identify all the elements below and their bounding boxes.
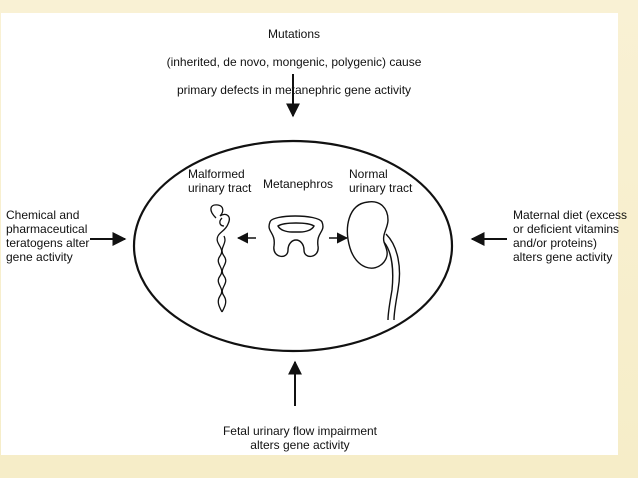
- metanephros-label: Metanephros: [262, 177, 334, 191]
- top-line-1: Mutations: [267, 27, 321, 41]
- diagram-panel: [1, 13, 618, 455]
- left-cause-text: Chemical and pharmaceutical teratogens a…: [6, 208, 90, 264]
- malformed-label: Malformed urinary tract: [188, 167, 252, 195]
- normal-label: Normal urinary tract: [349, 167, 413, 195]
- gene-activity-ellipse: [132, 139, 454, 353]
- malformed-kidney-icon: [210, 204, 230, 313]
- right-cause-text: Maternal diet (excess or deficient vitam…: [513, 208, 628, 264]
- top-cause-text: Mutations (inherited, de novo, mongenic,…: [150, 13, 438, 111]
- top-line-3: primary defects in metanephric gene acti…: [176, 83, 412, 97]
- top-line-2: (inherited, de novo, mongenic, polygenic…: [166, 55, 422, 69]
- bottom-cause-text: Fetal urinary flow impairment alters gen…: [222, 424, 378, 452]
- normal-kidney-icon: [346, 201, 401, 321]
- metanephros-icon: [268, 215, 324, 257]
